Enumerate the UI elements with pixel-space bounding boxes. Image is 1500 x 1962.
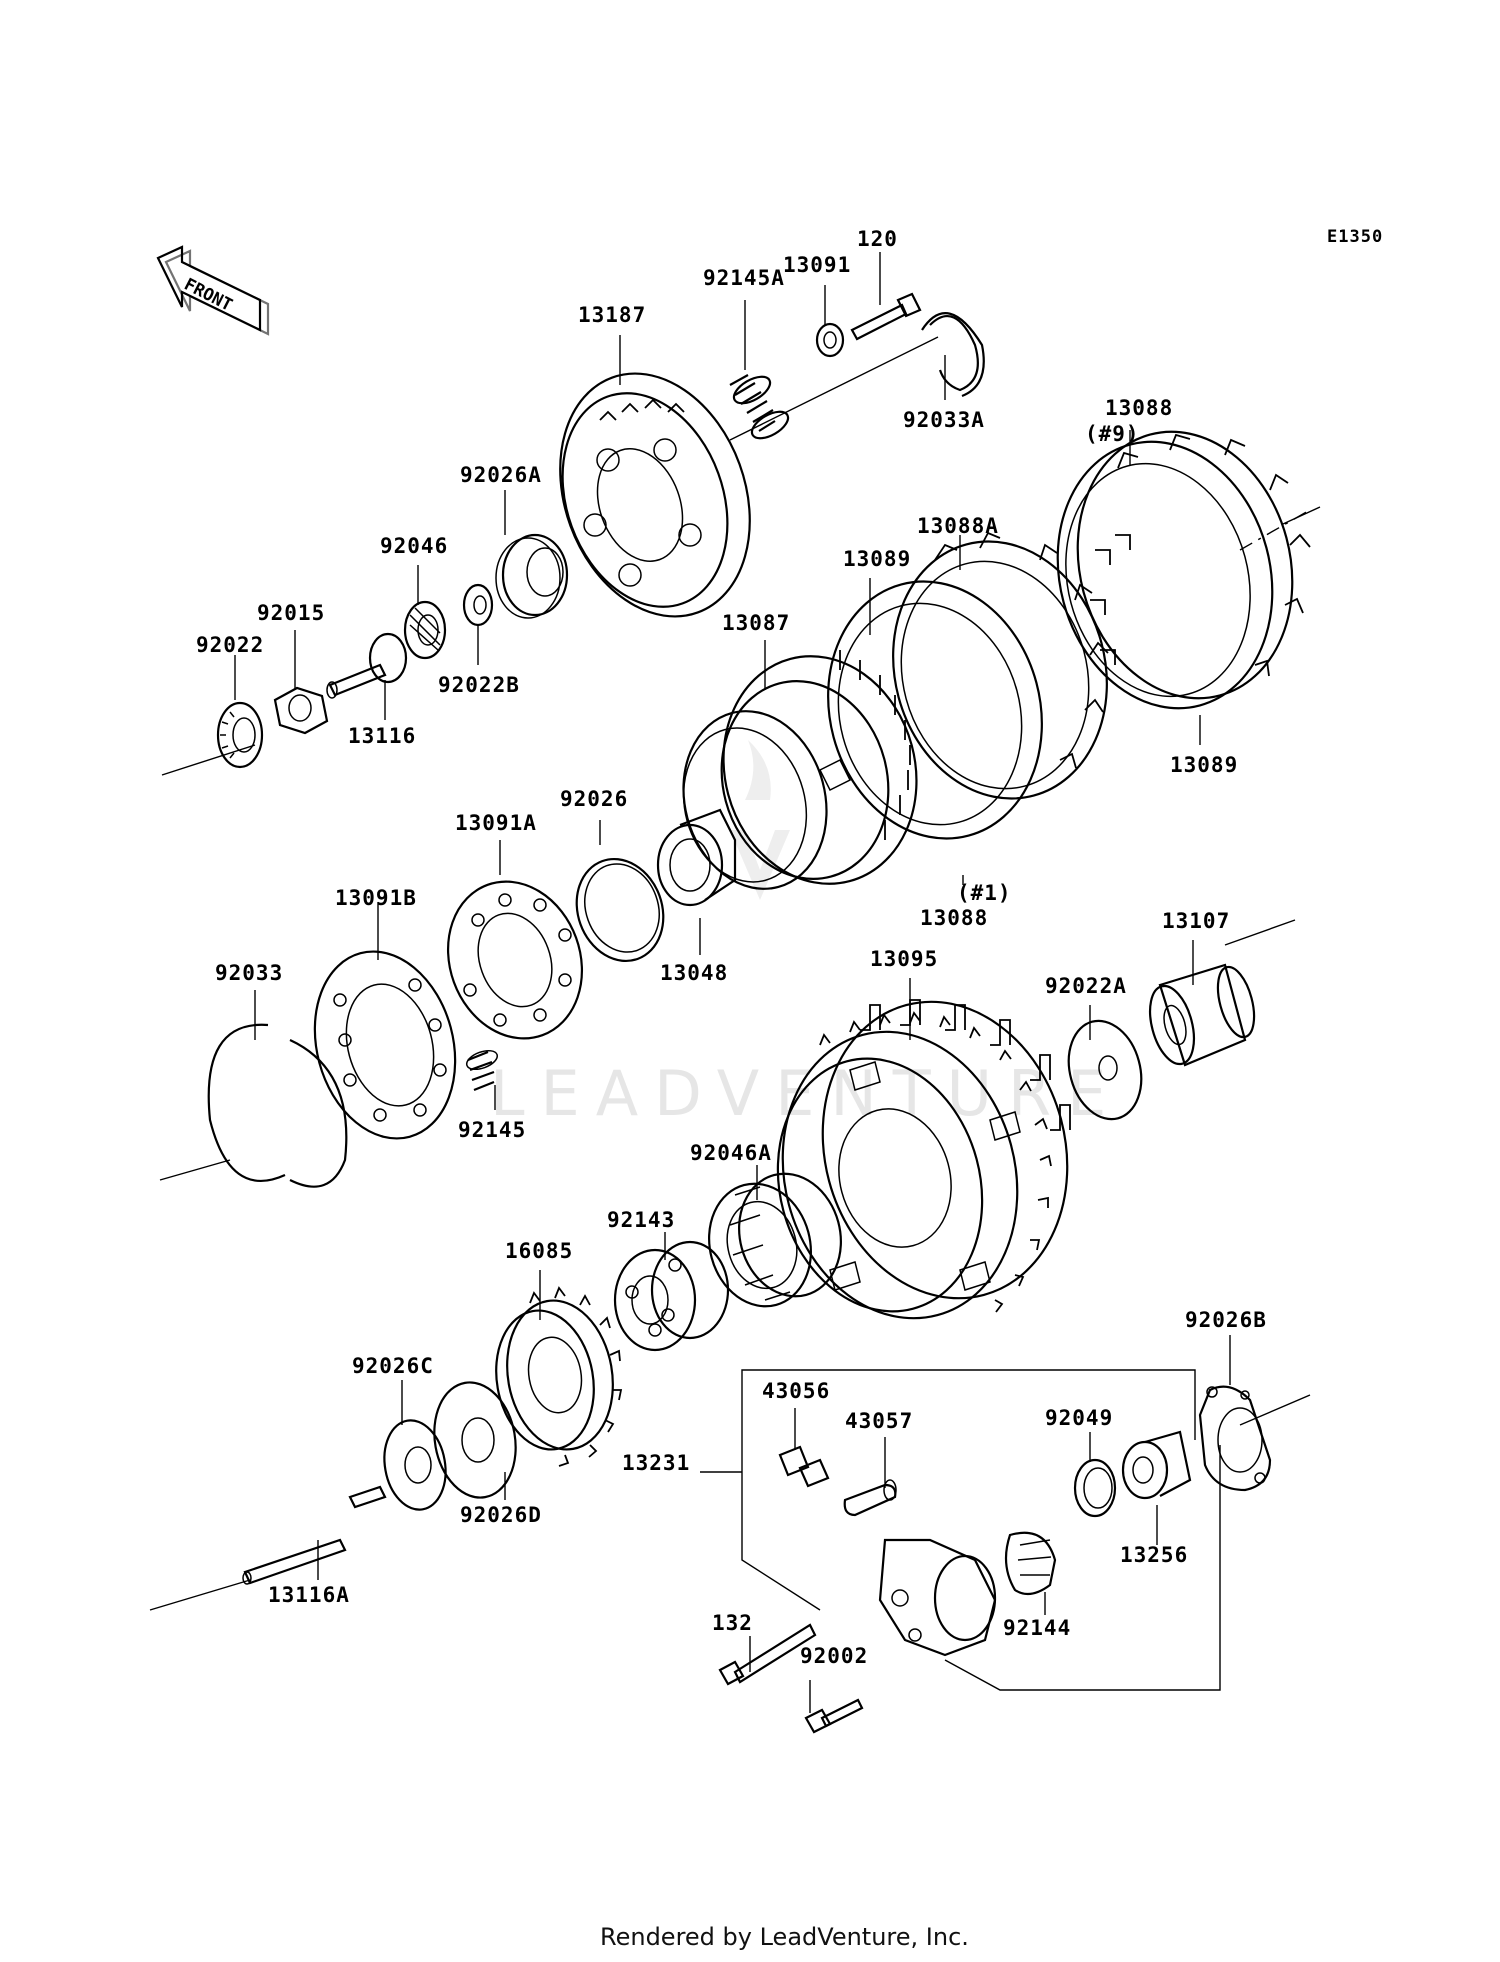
part-13107-sleeve — [1148, 963, 1256, 1067]
part-92022A-washer — [1067, 1019, 1143, 1121]
part-13256-piston — [1121, 1430, 1192, 1500]
part-92026D-washer — [433, 1381, 517, 1499]
label-13089-top: 13089 — [843, 547, 911, 571]
label-13087: 13087 — [722, 611, 790, 635]
part-92145-spring — [465, 1049, 499, 1092]
part-13087-hub — [682, 650, 918, 890]
label-92144: 92144 — [1003, 1616, 1071, 1640]
label-13107: 13107 — [1162, 909, 1230, 933]
label-92145A: 92145A — [703, 266, 785, 290]
label-92026D: 92026D — [460, 1503, 542, 1527]
part-13089-plate-top — [827, 580, 1043, 840]
label-13095: 13095 — [870, 947, 938, 971]
label-13048: 13048 — [660, 961, 728, 985]
part-13231-cylinder — [878, 1538, 997, 1657]
label-13116: 13116 — [348, 724, 416, 748]
diagram-code: E1350 — [1327, 227, 1383, 247]
label-92026: 92026 — [560, 787, 628, 811]
label-92022A: 92022A — [1045, 974, 1127, 998]
label-13088-bottom: 13088 — [920, 906, 988, 930]
footer-credit: Rendered by LeadVenture, Inc. — [600, 1923, 969, 1951]
part-13116A-rod — [242, 1485, 387, 1585]
part-92015-nut — [273, 686, 329, 735]
part-13091A-plate — [446, 880, 584, 1040]
label-92046: 92046 — [380, 534, 448, 558]
label-92026A: 92026A — [460, 463, 542, 487]
part-92143-collar — [613, 1240, 730, 1352]
part-13091B-plate — [313, 950, 457, 1140]
part-92049-seal — [1073, 1458, 1117, 1518]
part-16085-gear — [495, 1286, 623, 1467]
part-92046-bearing — [403, 600, 447, 660]
part-13187-pressure-plate — [559, 372, 751, 618]
part-13095-housing — [776, 999, 1071, 1320]
part-13091-collar — [815, 322, 845, 358]
watermark: LEADVENTURE — [490, 740, 1122, 1130]
part-labels: 13187 92145A 13091 120 92033A 13088 (#9)… — [196, 227, 1267, 1668]
part-92033-circlip — [207, 1023, 348, 1188]
label-92026C: 92026C — [352, 1354, 434, 1378]
label-92033: 92033 — [215, 961, 283, 985]
label-13116A: 13116A — [268, 1583, 350, 1607]
label-92046A: 92046A — [690, 1141, 772, 1165]
label-13256: 13256 — [1120, 1543, 1188, 1567]
label-92033A: 92033A — [903, 408, 985, 432]
axis-lines — [149, 336, 1321, 1611]
part-92026A-spacer — [495, 533, 569, 619]
label-13091: 13091 — [783, 253, 851, 277]
label-92143: 92143 — [607, 1208, 675, 1232]
watermark-text: LEADVENTURE — [490, 1057, 1122, 1130]
part-92145A-spring — [729, 374, 790, 440]
label-92022B: 92022B — [438, 673, 520, 697]
part-92144-boot — [1004, 1531, 1057, 1596]
label-13231: 13231 — [622, 1451, 690, 1475]
label-43057: 43057 — [845, 1409, 913, 1433]
label-92026B: 92026B — [1185, 1308, 1267, 1332]
part-92026-ring — [575, 857, 665, 963]
part-92022B-washer — [462, 583, 494, 627]
assembly-13231-bracket — [741, 1369, 1221, 1691]
part-132-bolt — [718, 1623, 817, 1686]
label-120: 120 — [857, 227, 898, 251]
label-43056: 43056 — [762, 1379, 830, 1403]
part-92022-washer — [216, 701, 264, 769]
label-92145: 92145 — [458, 1118, 526, 1142]
label-13088-top: 13088 — [1105, 396, 1173, 420]
label-16085: 16085 — [505, 1239, 573, 1263]
part-13088A-plate — [892, 531, 1109, 800]
label-13089-bottom: 13089 — [1170, 753, 1238, 777]
label-13091A: 13091A — [455, 811, 537, 835]
part-13088-plate-stack — [1056, 430, 1311, 710]
part-92033A-circlip — [921, 312, 985, 398]
label-92049: 92049 — [1045, 1406, 1113, 1430]
label-92002: 92002 — [800, 1644, 868, 1668]
part-120-bolt — [850, 292, 922, 341]
label-13187: 13187 — [578, 303, 646, 327]
label-132: 132 — [712, 1611, 753, 1635]
label-92015: 92015 — [257, 601, 325, 625]
part-92026C-washer — [383, 1419, 447, 1511]
part-13116-pushrod — [326, 632, 408, 699]
part-43056-bleeder — [778, 1445, 830, 1488]
label-13091B: 13091B — [335, 886, 417, 910]
front-arrow-icon: FRONT — [156, 245, 270, 336]
leader-lines — [234, 252, 1231, 1713]
part-43057-cap — [843, 1479, 897, 1517]
label-13088A: 13088A — [917, 514, 999, 538]
part-13048-sleeve — [656, 808, 737, 907]
label-92022: 92022 — [196, 633, 264, 657]
label-13088-qty9: (#9) — [1085, 422, 1140, 446]
label-13088-qty1: (#1) — [957, 881, 1012, 905]
part-92026B-gasket — [1198, 1385, 1272, 1492]
part-92002-bolt — [804, 1698, 864, 1734]
part-92046A-bearing — [708, 1172, 842, 1308]
